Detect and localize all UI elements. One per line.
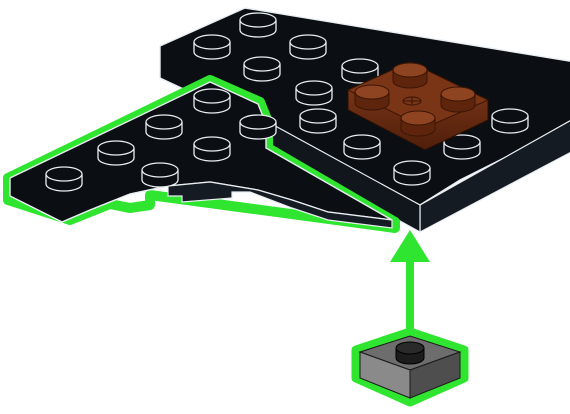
stud [295, 80, 333, 106]
stud [491, 108, 529, 134]
stud [193, 34, 231, 60]
stud [341, 58, 379, 84]
stud [393, 160, 431, 186]
stud [193, 88, 231, 114]
stud [299, 108, 337, 134]
stud [97, 140, 135, 166]
gray-jumper-plate [351, 327, 469, 407]
arrow-up-icon [390, 230, 430, 344]
stud [239, 114, 277, 140]
stud [243, 56, 281, 82]
brown-plate-center-mark [402, 96, 422, 106]
stud [145, 114, 183, 140]
stud [45, 166, 83, 192]
stud [289, 34, 327, 60]
brown-plate-2x2 [346, 61, 490, 151]
stud [141, 162, 179, 188]
plate-studs [193, 12, 529, 186]
stud [343, 134, 381, 160]
stud [239, 12, 277, 38]
wedge-plate [3, 75, 400, 233]
stud [443, 134, 481, 160]
stud [395, 341, 425, 365]
stud [193, 136, 231, 162]
